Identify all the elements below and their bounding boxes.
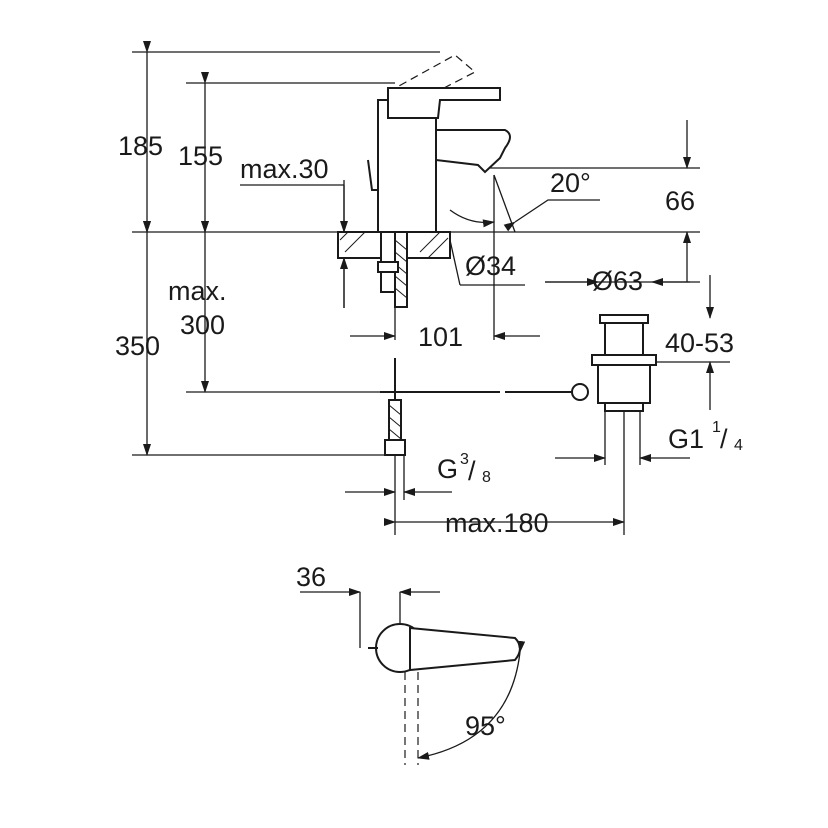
dim-101: 101 bbox=[418, 322, 463, 352]
dim-185: 185 bbox=[118, 131, 163, 161]
supply-thread-slash: / bbox=[468, 456, 476, 486]
dim-36: 36 bbox=[296, 562, 326, 592]
dim-95-degrees: 95° bbox=[465, 711, 506, 741]
dimension-labels: 185 155 max.30 20° 66 Ø34 max. 300 350 Ø… bbox=[115, 131, 743, 741]
dim-max-30: max.30 bbox=[240, 154, 329, 184]
dim-300: 300 bbox=[180, 310, 225, 340]
dimension-arrows bbox=[143, 41, 714, 526]
waste-thread-numerator: 1 bbox=[712, 419, 721, 436]
dim-supply-thread: G bbox=[437, 454, 458, 484]
waste-thread-denominator: 4 bbox=[734, 437, 743, 454]
dim-20-degrees: 20° bbox=[550, 168, 591, 198]
supply-thread-denominator: 8 bbox=[482, 469, 491, 486]
waste-thread-slash: / bbox=[720, 424, 728, 454]
dim-155: 155 bbox=[178, 141, 223, 171]
waste-assembly bbox=[591, 314, 657, 412]
dim-66: 66 bbox=[665, 186, 695, 216]
dim-max-180: max.180 bbox=[445, 508, 549, 538]
dim-waste-thread: G1 bbox=[668, 424, 704, 454]
faucet-side-view bbox=[337, 54, 589, 456]
faucet-top-view bbox=[300, 588, 526, 765]
dim-diameter-34: Ø34 bbox=[465, 251, 516, 281]
dim-diameter-63: Ø63 bbox=[592, 266, 643, 296]
dim-max-label: max. bbox=[168, 276, 227, 306]
dim-40-53: 40-53 bbox=[665, 328, 734, 358]
waste-thread-main: G1 bbox=[668, 424, 704, 454]
supply-thread-main: G bbox=[437, 454, 458, 484]
dim-350: 350 bbox=[115, 331, 160, 361]
supply-thread-numerator: 3 bbox=[460, 451, 469, 468]
